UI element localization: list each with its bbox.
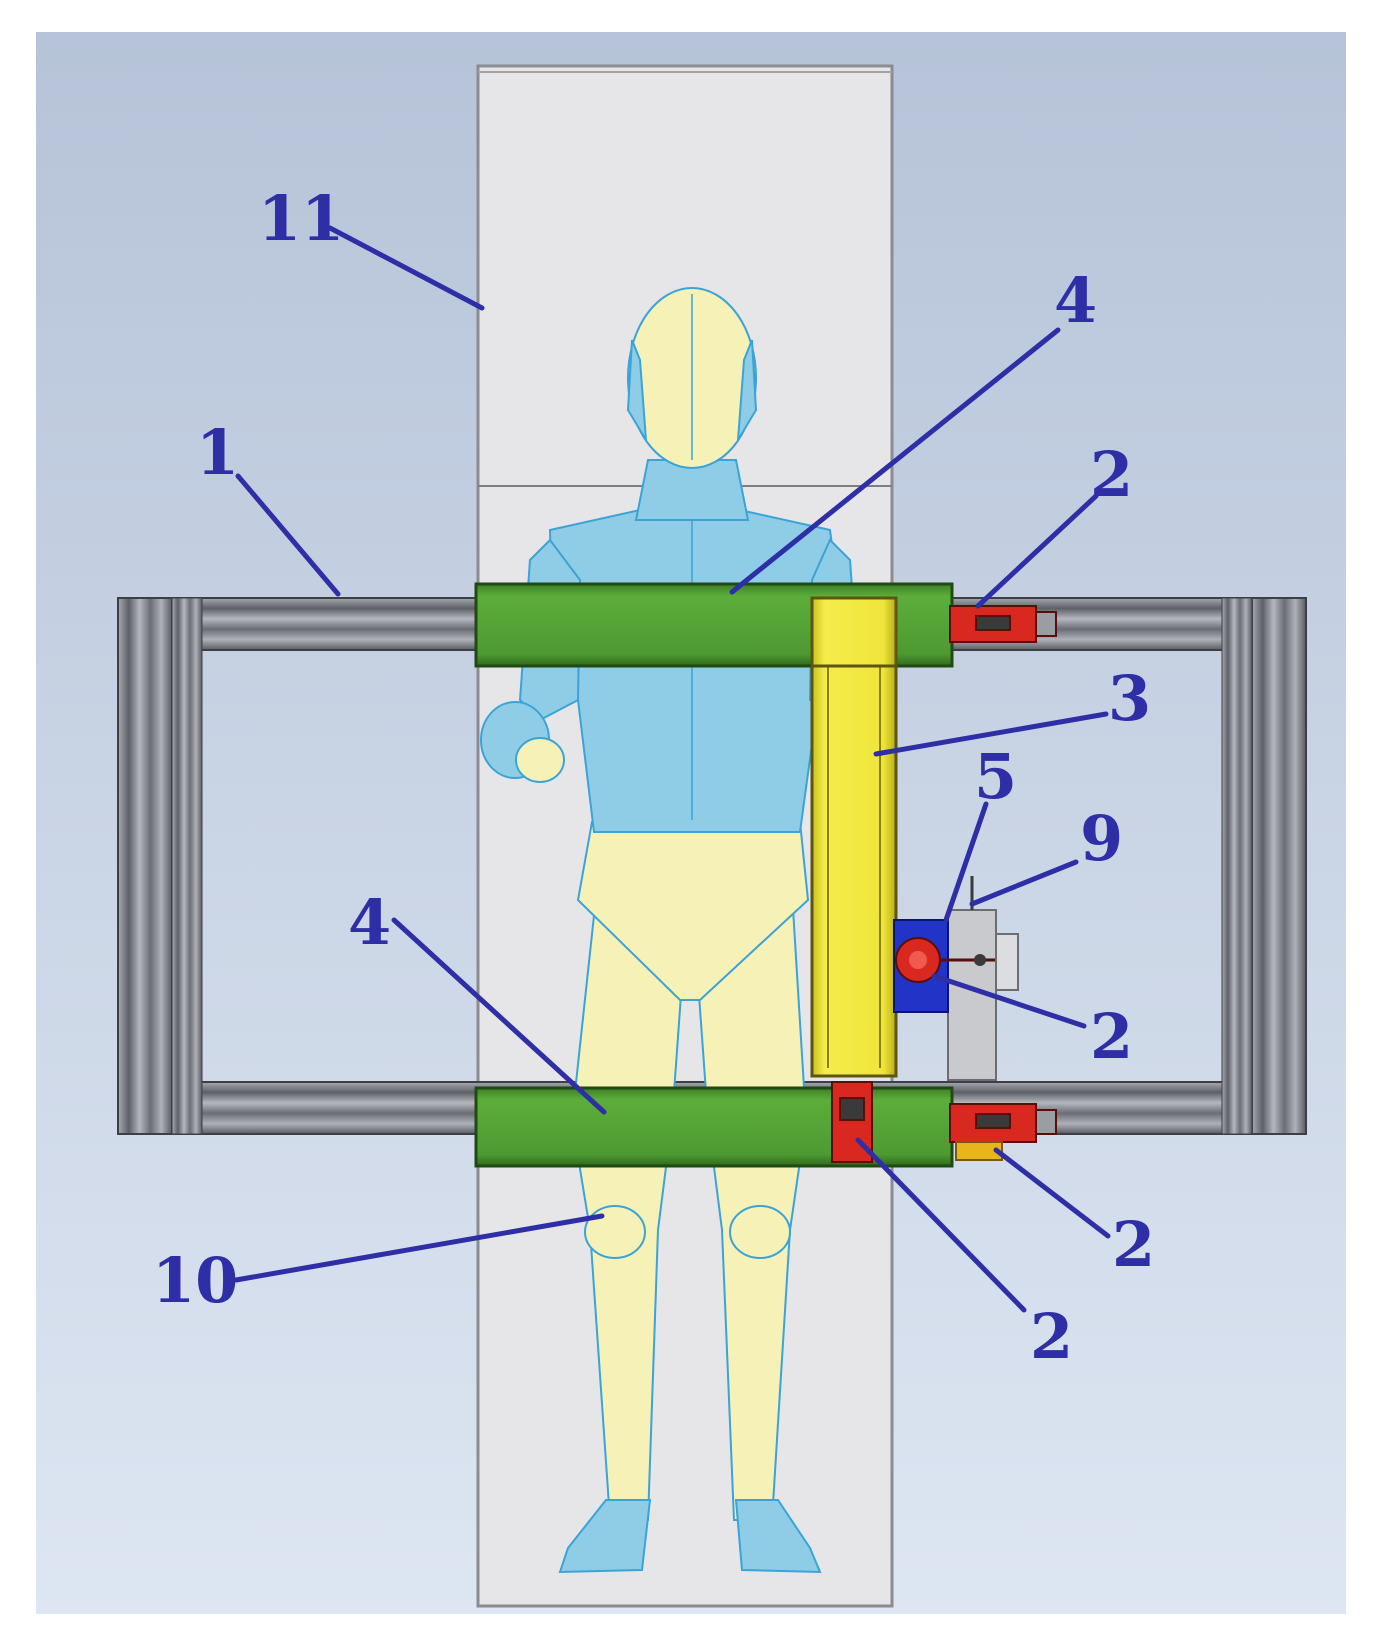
yellow-column (810, 596, 898, 1078)
leader-2d (855, 1137, 1027, 1313)
leader-3 (873, 711, 1109, 757)
callout-labels: 11 1 4 2 3 5 9 4 2 10 2 2 (152, 182, 1155, 1373)
label-4a: 4 (1054, 264, 1097, 337)
leader-2b (931, 973, 1087, 1029)
leader-2a (975, 493, 1099, 609)
label-2a: 2 (1090, 438, 1133, 511)
leader-lines (233, 225, 1111, 1313)
leader-10 (233, 1213, 605, 1283)
label-3: 3 (1108, 662, 1151, 735)
label-2d: 2 (1030, 1300, 1073, 1373)
label-11: 11 (258, 182, 344, 255)
leader-4b (391, 917, 607, 1115)
label-2b: 2 (1090, 1000, 1133, 1073)
motor-assembly (893, 876, 1019, 1081)
label-10: 10 (152, 1244, 238, 1317)
label-2c: 2 (1112, 1208, 1155, 1281)
leader-11 (327, 225, 485, 311)
leader-1 (235, 473, 341, 597)
leader-2c (993, 1147, 1111, 1239)
carriage-top-right (949, 605, 1057, 643)
label-4b: 4 (348, 886, 391, 959)
label-5: 5 (974, 740, 1017, 813)
carriage-bottom-right (949, 1103, 1057, 1161)
leader-5 (943, 801, 989, 923)
label-1: 1 (196, 416, 239, 489)
leader-4a (729, 327, 1061, 595)
red-carriages (831, 605, 1057, 1163)
label-9: 9 (1080, 802, 1123, 875)
leader-9 (969, 859, 1079, 907)
